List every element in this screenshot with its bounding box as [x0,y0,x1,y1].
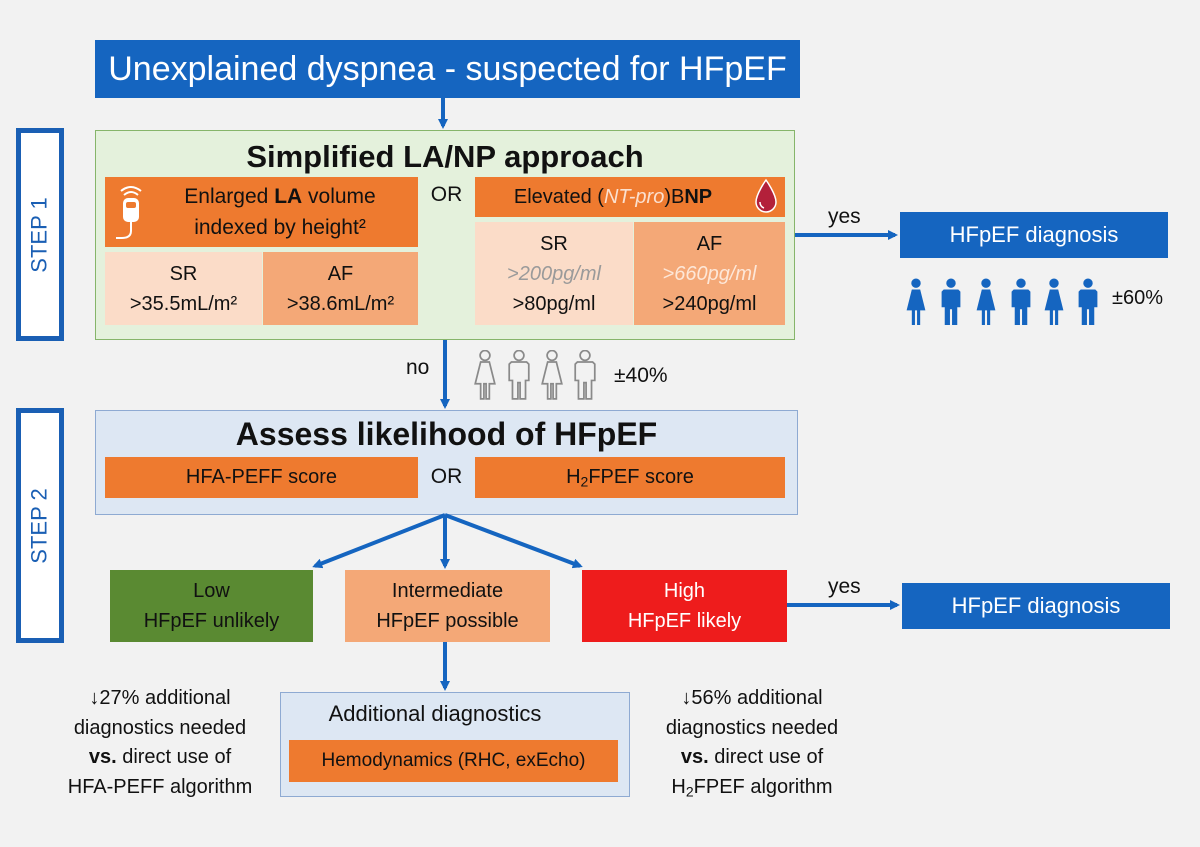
hemodynamics-box: Hemodynamics (RHC, exEcho) [289,740,618,782]
no-label: no [406,356,430,379]
step1-label: STEP 1 [16,128,64,341]
top-box-text: Unexplained dyspnea - suspected for HFpE… [108,49,787,88]
la-volume-box [105,177,418,247]
female-person-icon [906,278,926,325]
female-person-icon [474,350,496,400]
hfpef-diagnosis-box-1: HFpEF diagnosis [900,212,1168,258]
np-sr-box: SR >200pg/ml >80pg/ml [475,222,633,325]
pct-60-label: ±60% [1112,287,1164,309]
la-sr-box: SR >35.5mL/m² [105,252,262,325]
step2-or: OR [430,465,463,488]
high-outcome-box: High HFpEF likely [582,570,787,642]
ultrasound-probe-icon [110,182,152,244]
la-af-box: AF >38.6mL/m² [263,252,418,325]
arrow-to-low [312,513,446,569]
step2-title: Assess likelihood of HFpEF [235,415,658,452]
male-person-icon [941,278,961,325]
low-outcome-box: Low HFpEF unlikely [110,570,313,642]
blood-drop-icon [752,178,780,216]
male-person-icon [508,350,530,400]
hfpef-diagnosis-box-2: HFpEF diagnosis [902,583,1170,629]
np-af-box: AF >660pg/ml >240pg/ml [634,222,785,325]
np-elevated-box: Elevated (NT-pro)BNP [475,177,785,217]
hfa-peff-score-box: HFA-PEFF score [105,457,418,498]
pct-40-label: ±40% [614,364,668,387]
note-right: ↓56% additional diagnostics needed vs. d… [665,687,839,799]
suspected-hfpef-box: Unexplained dyspnea - suspected for HFpE… [95,40,800,98]
h2fpef-score-box: H2FPEF score [475,457,785,498]
male-person-icon [1078,278,1098,325]
female-person-icon [541,350,563,400]
step1-or: OR [430,183,463,206]
additional-diagnostics-title: Additional diagnostics [328,701,542,726]
step1-title: Simplified LA/NP approach [246,139,644,174]
intermediate-outcome-box: Intermediate HFpEF possible [345,570,550,642]
female-person-icon [976,278,996,325]
yes-label-step1: yes [828,205,861,228]
arrow-to-high [444,513,583,569]
male-person-icon [574,350,596,400]
la-volume-text: Enlarged LA volume indexed by height² [184,185,376,239]
male-person-icon [1011,278,1031,325]
step2-label: STEP 2 [16,408,64,643]
female-person-icon [1044,278,1064,325]
yes-label-step2: yes [828,575,861,598]
note-left: ↓27% additional diagnostics needed vs. d… [67,687,253,798]
